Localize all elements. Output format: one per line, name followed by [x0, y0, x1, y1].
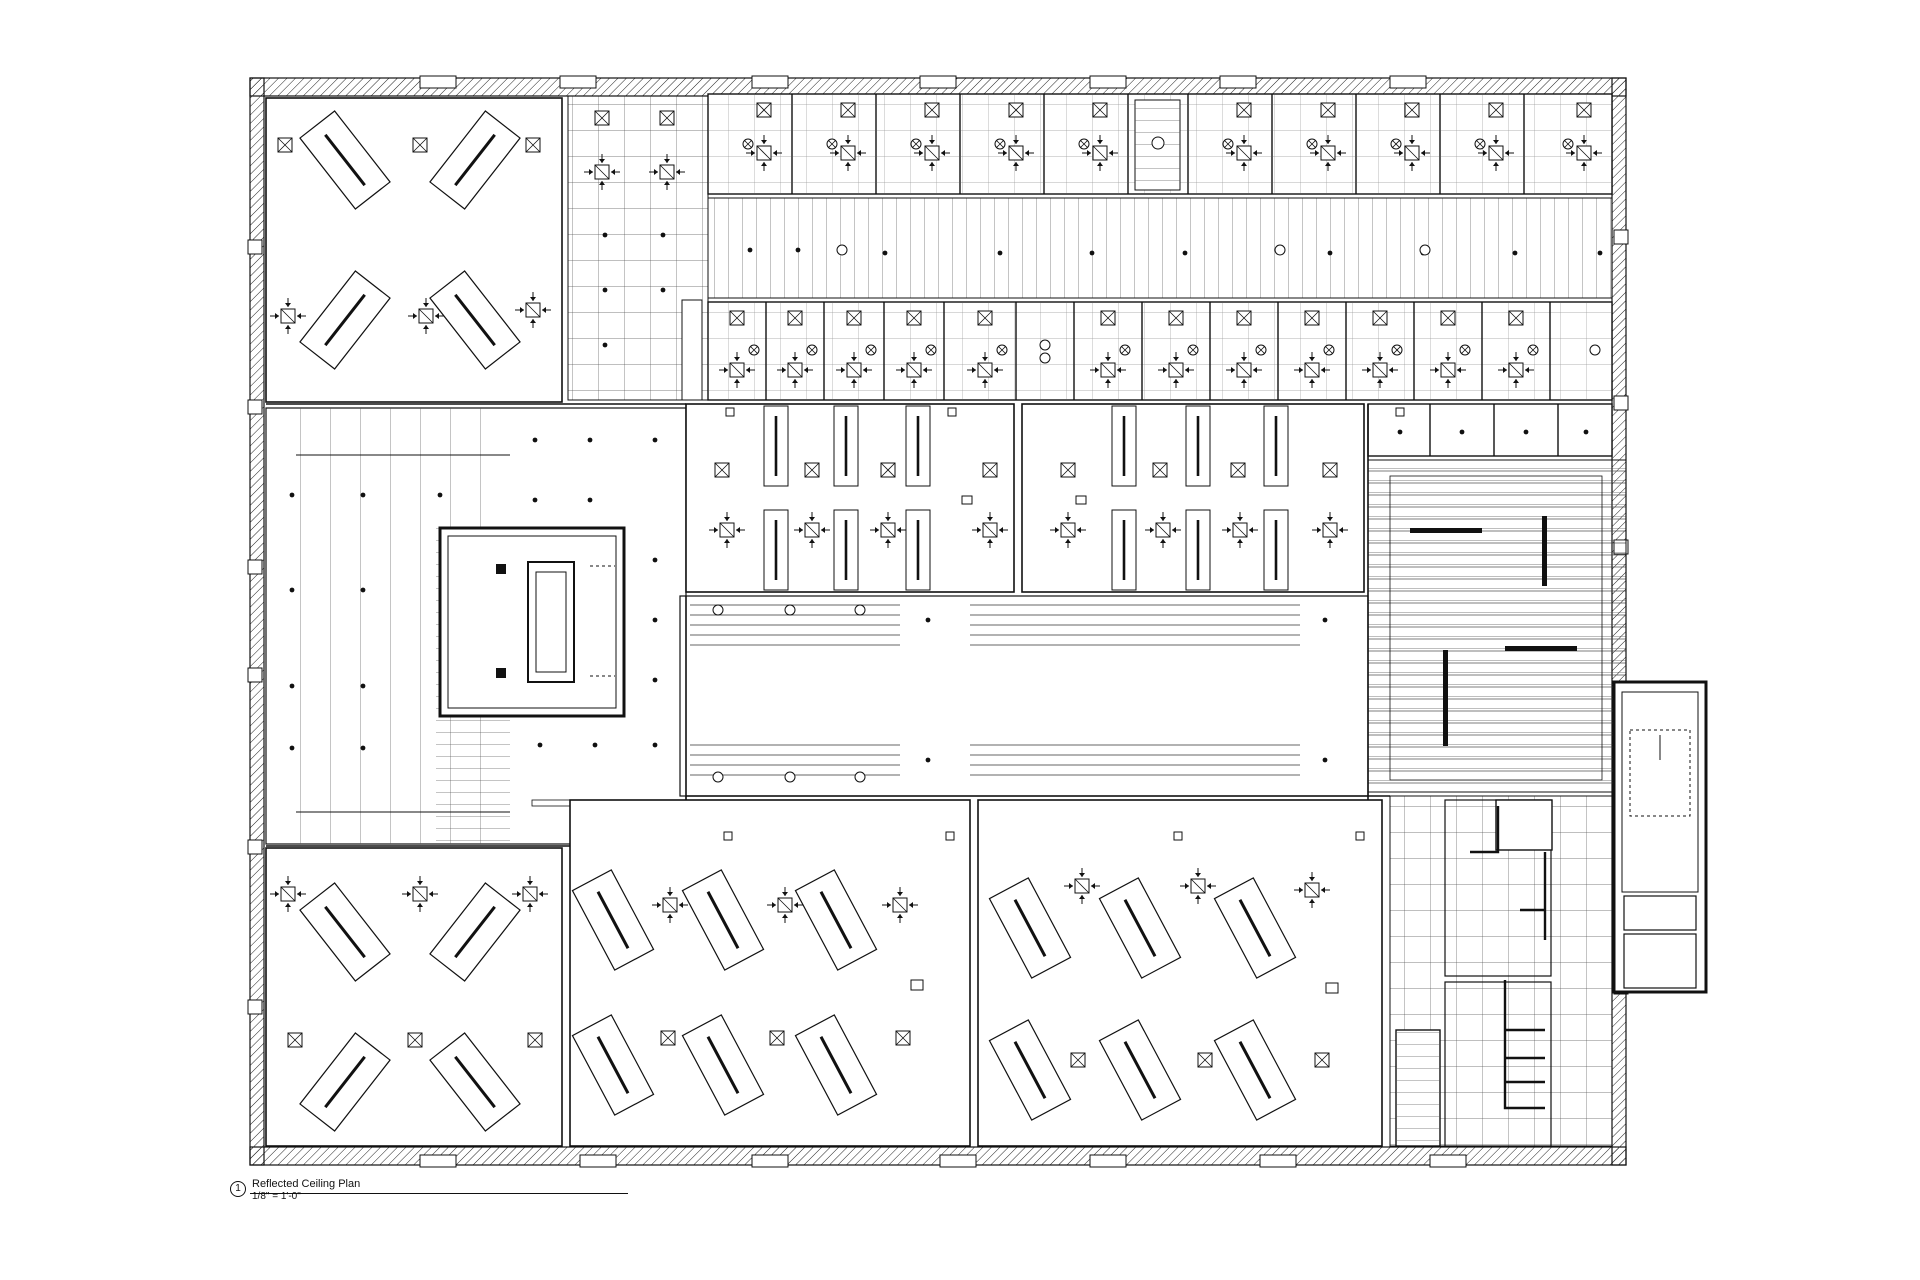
plan-title: Reflected Ceiling Plan: [252, 1178, 361, 1190]
offices-middle-row: [707, 301, 1613, 401]
linear-seating-corridor: [679, 595, 1369, 797]
classroom-south-center: [569, 799, 971, 1147]
offices-north-row: [707, 93, 1613, 195]
open-office-east: [1367, 459, 1627, 793]
small-rooms-east: [1367, 403, 1613, 457]
title-underline: [250, 1193, 628, 1194]
elevator-core: [438, 526, 626, 718]
corridor-north: [707, 197, 1613, 299]
shaft-east: [1612, 680, 1708, 994]
sheet-ref-bubble: 1: [230, 1181, 246, 1197]
classroom-south-east: [977, 799, 1383, 1147]
conference-room-nw: [265, 97, 563, 403]
plan-scale: 1/8" = 1'-0": [252, 1191, 301, 1202]
corridor-nw-grid: [567, 95, 709, 401]
conference-room-sw: [265, 847, 563, 1147]
meeting-room-center-left: [685, 403, 1015, 593]
meeting-room-center-right: [1021, 403, 1365, 593]
restrooms-se: [1389, 795, 1613, 1147]
interior-partition-lines: [266, 403, 1390, 847]
